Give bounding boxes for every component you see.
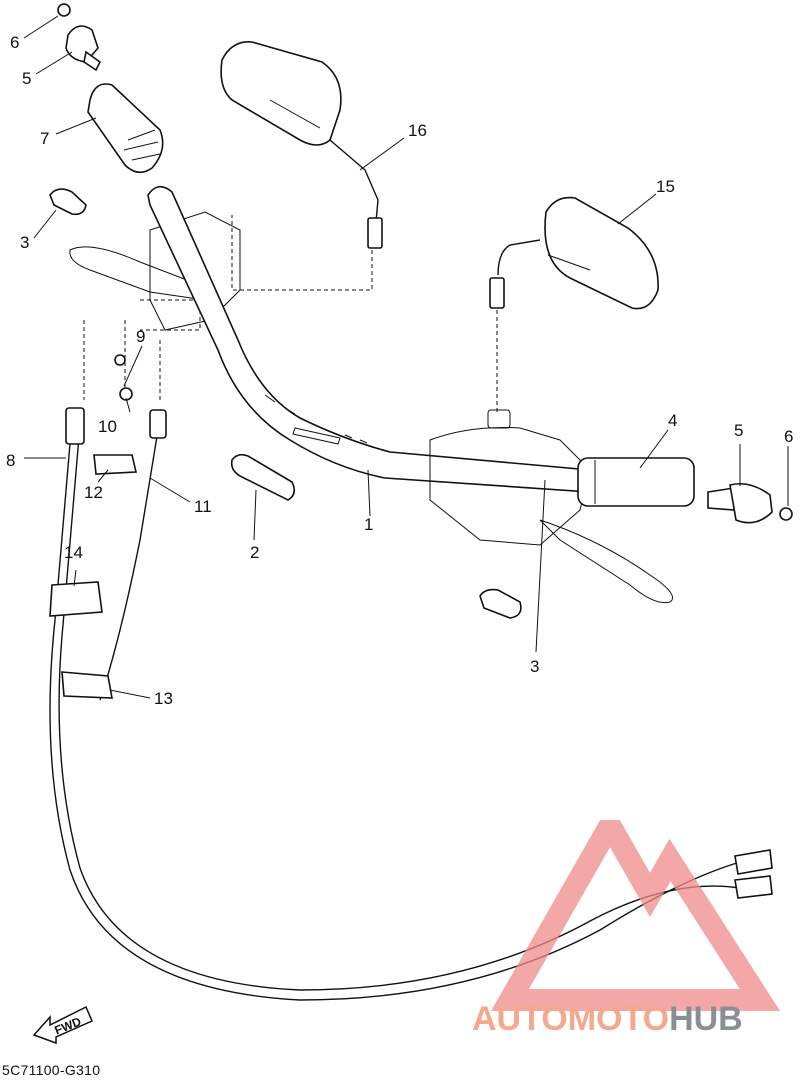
callout-4: 4 <box>668 411 677 430</box>
callout-9: 9 <box>136 327 145 346</box>
watermark-brand: AUTOMOTOHUB <box>472 1000 743 1038</box>
callout-11: 11 <box>194 497 212 516</box>
callout-7: 7 <box>40 129 49 148</box>
callout-6-right: 6 <box>784 427 793 446</box>
callout-16: 16 <box>408 121 427 140</box>
callout-8: 8 <box>6 451 15 470</box>
watermark-brand-a: AUTOMOTO <box>472 1000 669 1038</box>
handlebar <box>147 185 591 493</box>
sleeve-part-2 <box>230 453 296 501</box>
callout-3-right: 3 <box>530 657 539 676</box>
leader-lines <box>23 15 789 699</box>
left-rubber <box>49 188 87 216</box>
callout-5-right: 5 <box>734 421 743 440</box>
callout-13: 13 <box>154 689 173 708</box>
callout-12: 12 <box>84 483 103 502</box>
diagram-code: 5C71100-G310 <box>2 1062 101 1078</box>
callout-15: 15 <box>656 177 675 196</box>
cable-clamps <box>49 454 137 699</box>
watermark-brand-b: HUB <box>669 1000 743 1038</box>
callout-6-left: 6 <box>10 33 19 52</box>
right-grip <box>577 457 695 507</box>
right-bar-end <box>707 482 793 524</box>
callout-10: 10 <box>98 417 117 436</box>
callout-5-left: 5 <box>22 69 31 88</box>
callout-1: 1 <box>364 515 373 534</box>
left-bar-end <box>57 3 102 72</box>
callout-14: 14 <box>64 543 83 562</box>
fwd-label: FWD <box>53 1014 84 1037</box>
callout-3-left: 3 <box>20 233 29 252</box>
left-grip <box>87 83 164 174</box>
watermark-logo: AUTOMOTOHUB <box>472 820 781 1038</box>
forward-arrow-icon: FWD <box>32 1005 93 1045</box>
right-rubber <box>479 588 522 619</box>
callout-2: 2 <box>250 543 259 562</box>
right-mirror <box>489 196 659 415</box>
left-mirror <box>220 41 383 291</box>
right-lever-bracket <box>429 409 673 604</box>
